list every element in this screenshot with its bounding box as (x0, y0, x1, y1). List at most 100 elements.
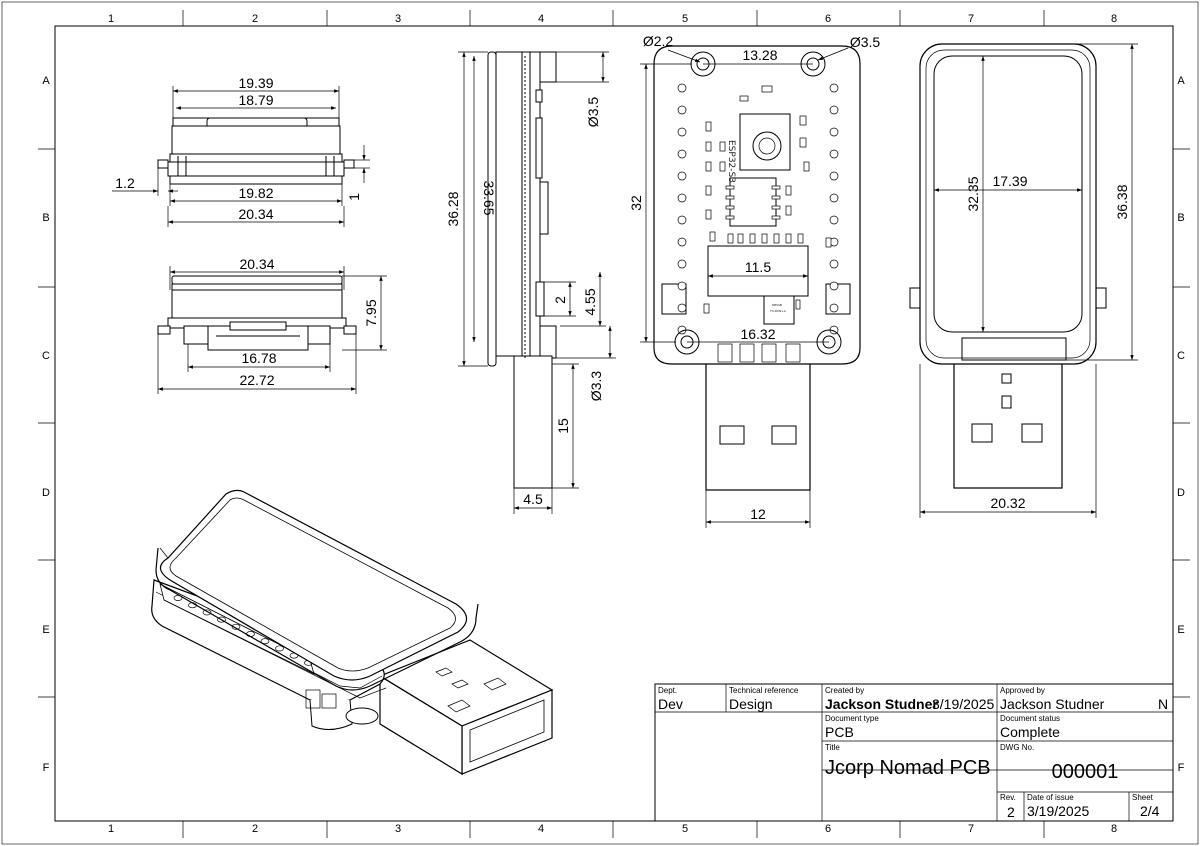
pin-hole (677, 303, 687, 313)
tb-title-label: Title (825, 743, 840, 752)
dim-top-20-34: 20.34 (238, 206, 273, 222)
chip-pin (771, 205, 781, 210)
case-view: 36.38 32.35 17.39 20.32 (909, 43, 1138, 518)
small-chip-label-top: RBSSB (772, 303, 782, 307)
pin-hole (829, 127, 839, 137)
tb-issue-label: Date of issue (1027, 793, 1074, 802)
zone-row-c-right: C (1177, 350, 1185, 362)
isometric-view (151, 489, 554, 776)
smd-component (749, 233, 756, 244)
chip-pin (725, 205, 735, 210)
chip-pin (725, 195, 735, 200)
zone-col-6-bottom: 6 (825, 823, 831, 835)
iso-pin-hole (202, 609, 212, 616)
usb-plug-case (953, 359, 1063, 489)
tb-docstatus-value: Complete (1000, 724, 1060, 740)
pin-hole (829, 281, 839, 291)
side-view: 36.28 33.65 Ø3.5 2 4.55 Ø3.3 15 4.5 (445, 51, 616, 514)
zone-row-e-right: E (1177, 624, 1184, 636)
zone-col-1: 1 (108, 13, 114, 25)
zone-col-5-bottom: 5 (682, 823, 688, 835)
smd-component (705, 185, 712, 196)
smd-component (705, 161, 712, 172)
zone-row-b: B (42, 212, 49, 224)
pin-hole (677, 281, 687, 291)
zone-row-e: E (42, 624, 49, 636)
tb-created-value: Jackson Studner (825, 696, 938, 712)
chip-pin (771, 215, 781, 220)
dim-pcb-d3-5: Ø3.5 (850, 34, 881, 50)
dim-front-16-78: 16.78 (241, 350, 276, 366)
dim-pcb-d2-2: Ø2.2 (643, 33, 674, 49)
dim-front-20-34: 20.34 (239, 256, 274, 272)
iso-pin-hole (260, 638, 270, 645)
pin-hole (677, 83, 687, 93)
smd-component (705, 209, 712, 220)
zone-col-2: 2 (252, 13, 258, 25)
smd-component (761, 233, 768, 244)
pin-hole (829, 215, 839, 225)
tb-sheet-label: Sheet (1132, 793, 1154, 802)
usb-hole-left (719, 425, 745, 445)
smd-component (785, 185, 792, 196)
zone-row-c: C (42, 350, 50, 362)
tb-issue-value: 3/19/2025 (1027, 803, 1089, 819)
pin-hole (677, 215, 687, 225)
chip-pin (725, 215, 735, 220)
tb-rev-value: 2 (1007, 804, 1015, 820)
iso-pin-hole (173, 595, 183, 601)
zone-col-8: 8 (1111, 13, 1117, 25)
smd-component (797, 233, 804, 244)
dim-front-22-72: 22.72 (239, 372, 274, 388)
zone-row-a: A (42, 75, 50, 87)
front-edge-body (157, 275, 357, 351)
tb-techref-label: Technical reference (729, 686, 799, 695)
zone-col-4: 4 (538, 13, 544, 25)
smd-component (705, 141, 712, 152)
pin-hole (829, 149, 839, 159)
tb-created-date: 3/19/2025 (932, 696, 994, 712)
smd-component (825, 237, 832, 248)
tb-sheet-value: 2/4 (1140, 803, 1160, 819)
zone-row-a-right: A (1177, 75, 1185, 87)
iso-pin-hole (217, 616, 226, 623)
zone-col-7: 7 (968, 13, 974, 25)
zone-row-d: D (42, 487, 50, 499)
smd-component (803, 161, 810, 172)
case-body (909, 43, 1107, 489)
tb-doctype-value: PCB (825, 724, 854, 740)
usb-plug-pcb (705, 339, 811, 491)
zone-row-b-right: B (1177, 212, 1184, 224)
smd-component (785, 205, 792, 216)
smd-component (737, 233, 744, 244)
dim-top-19-39: 19.39 (238, 75, 273, 91)
dim-side-33-65: 33.65 (481, 180, 497, 215)
pin-hole (677, 237, 687, 247)
pin-hole (829, 171, 839, 181)
zone-col-6: 6 (825, 13, 831, 25)
pin-hole (677, 127, 687, 137)
tb-rev-label: Rev. (1000, 793, 1016, 802)
small-chip-label-bottom: TS-RXN+A (769, 309, 787, 313)
dim-pcb-13-28: 13.28 (742, 47, 777, 63)
chip-pin (771, 195, 781, 200)
zone-col-7-bottom: 7 (968, 823, 974, 835)
tb-dwg-label: DWG No. (1000, 743, 1034, 752)
pcb-board (653, 45, 861, 491)
smd-component (727, 233, 734, 244)
dim-case-20-32: 20.32 (990, 495, 1025, 511)
zone-col-5: 5 (682, 13, 688, 25)
dim-pcb-32: 32 (628, 195, 644, 211)
smd-component (705, 121, 712, 132)
dim-case-17-39: 17.39 (992, 173, 1027, 189)
dim-side-36-28: 36.28 (445, 191, 461, 226)
iso-pin-hole (275, 645, 284, 652)
dim-case-32-35: 32.35 (965, 176, 981, 211)
pin-hole (829, 83, 839, 93)
tb-title-value: Jcorp Nomad PCB (825, 757, 991, 779)
dim-side-4-5: 4.5 (523, 491, 543, 507)
pin-hole (677, 149, 687, 159)
smd-component (739, 95, 749, 102)
tb-techref-value: Design (729, 696, 773, 712)
